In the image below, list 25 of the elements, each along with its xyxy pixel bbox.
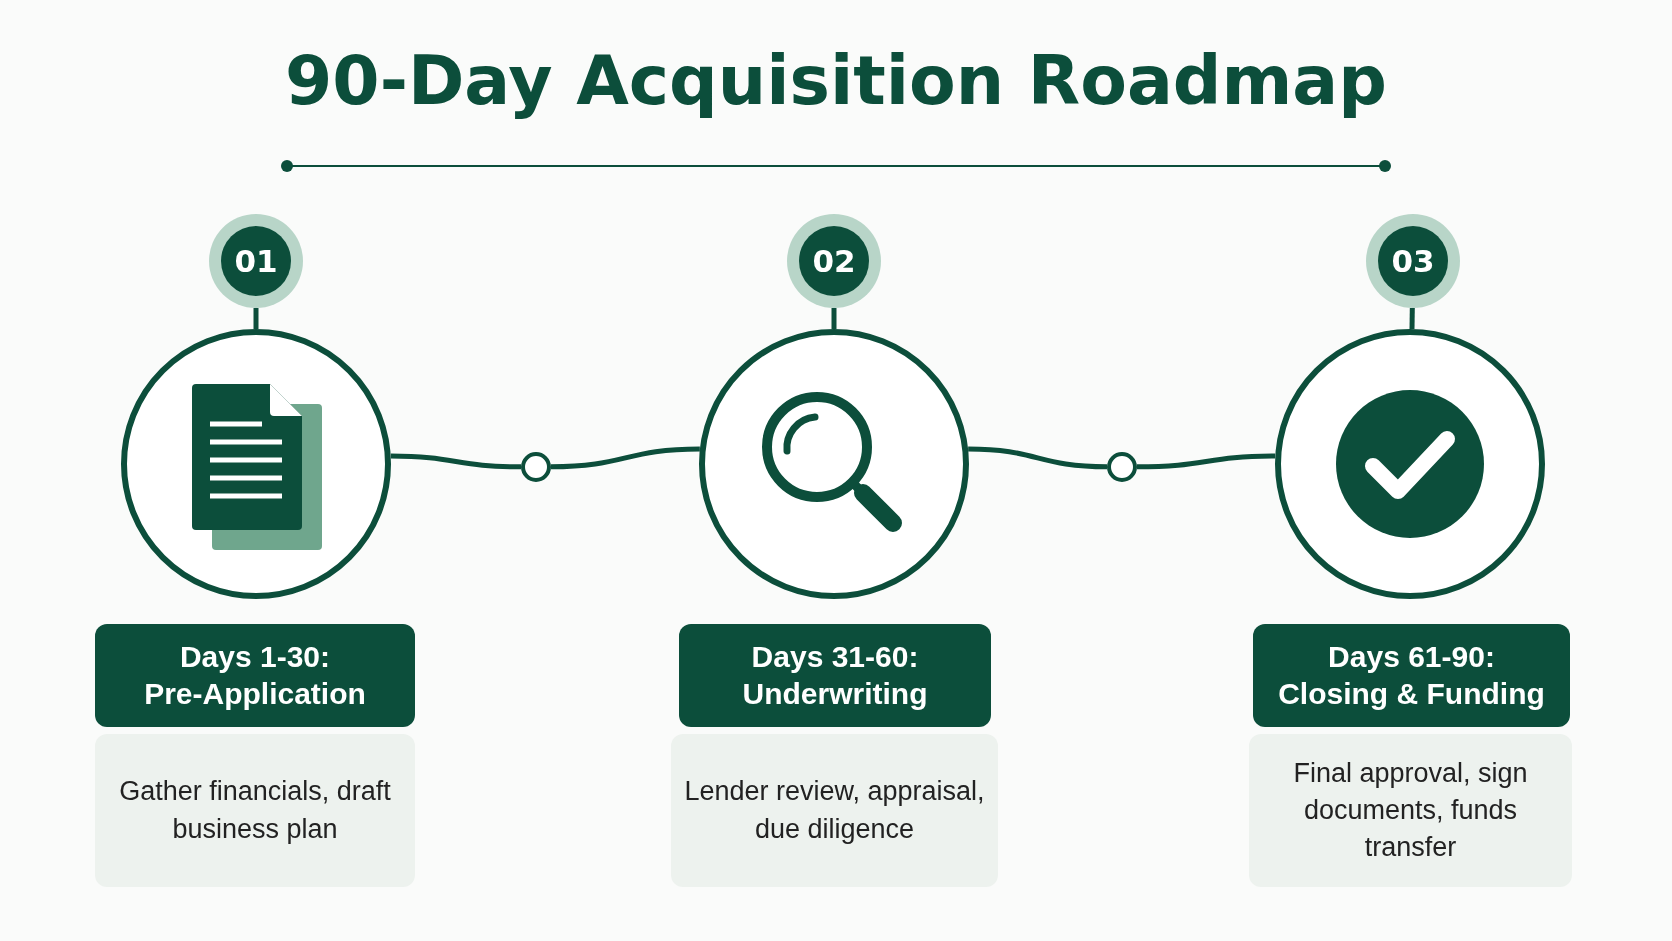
connector-line	[253, 308, 259, 329]
step-number: 01	[221, 226, 291, 296]
timeline-dot	[1107, 452, 1137, 482]
connector-line	[550, 446, 700, 470]
heading-text: Days 1-30:	[179, 638, 331, 675]
phase-heading-box	[1253, 624, 1570, 727]
heading-text: Underwriting	[742, 675, 928, 712]
connector-line	[968, 446, 1108, 470]
description-text: Gather financials, draft business plan	[118, 775, 392, 846]
heading-text: Days 31-60:	[751, 638, 919, 675]
heading-text: Pre-Application	[144, 675, 366, 712]
step-number: 02	[799, 226, 869, 296]
heading-text: Days 61-90:	[1328, 638, 1495, 675]
connector-line	[1409, 307, 1415, 330]
diagram-title: 90-Day Acquisition Roadmap	[285, 44, 1387, 119]
timeline-dot	[521, 452, 551, 482]
connector-line	[390, 453, 522, 470]
phase-heading-box	[95, 624, 415, 727]
phase-heading-box	[679, 624, 991, 727]
description-text: Lender review, appraisal, due diligence	[683, 775, 986, 846]
connector-line	[831, 308, 837, 329]
description-text: Final approval, sign documents, funds transfer	[1292, 756, 1529, 865]
connector-line	[1136, 453, 1276, 470]
step-number: 03	[1378, 226, 1448, 296]
heading-text: Closing & Funding	[1278, 675, 1545, 712]
